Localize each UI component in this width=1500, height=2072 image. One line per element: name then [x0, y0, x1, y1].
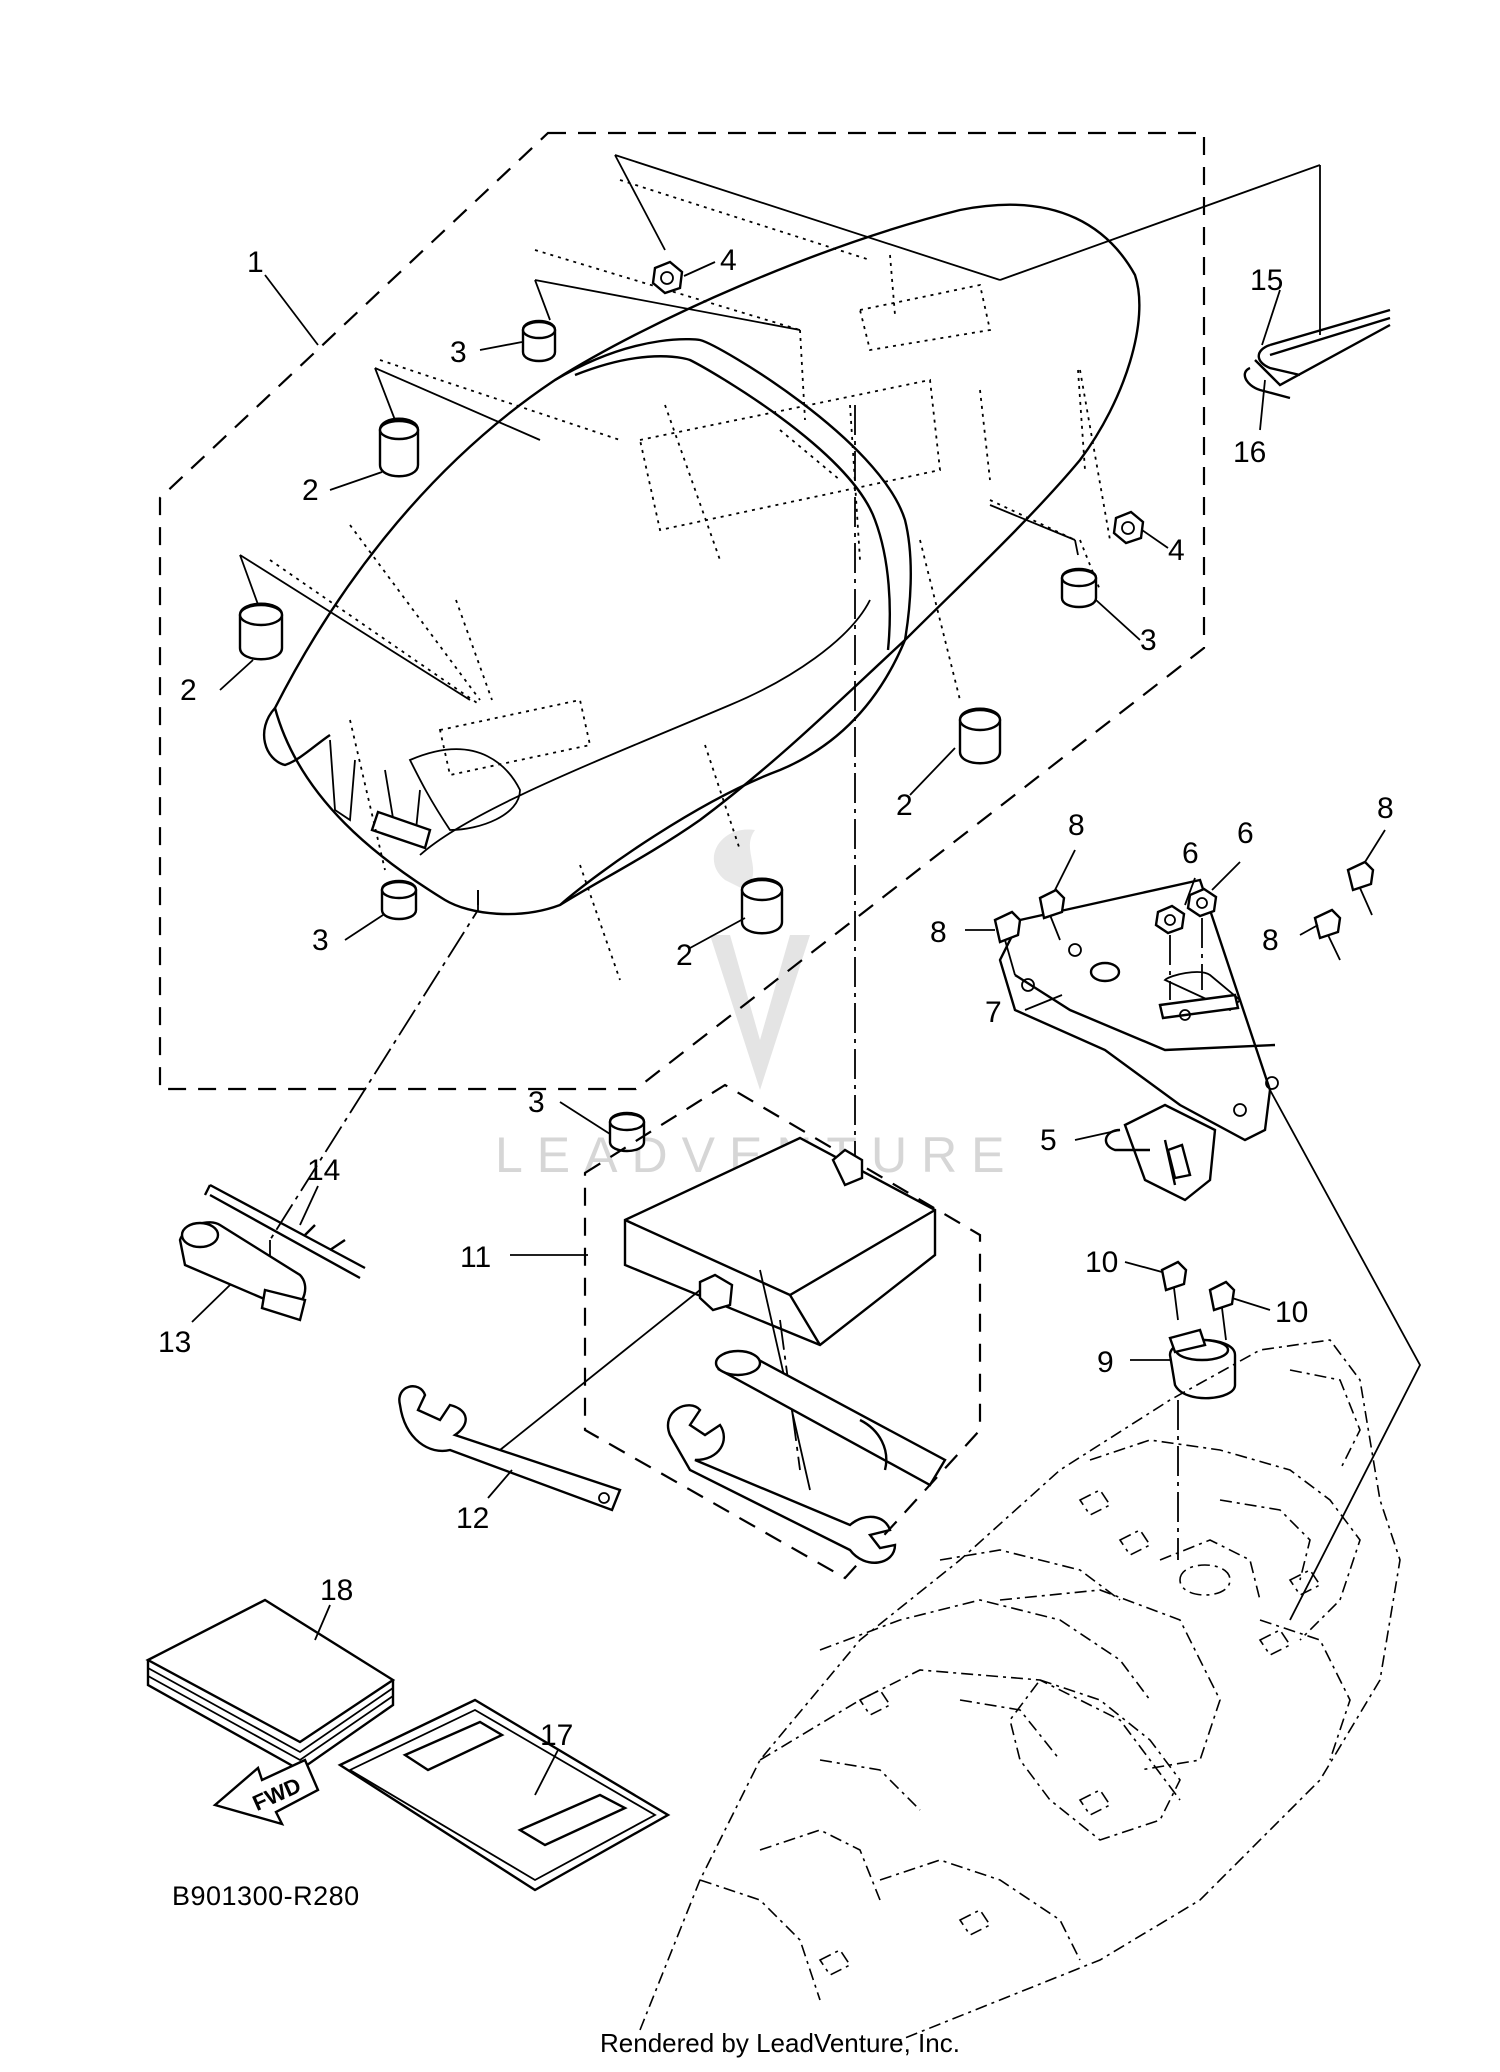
callout-8a: 8 — [930, 916, 947, 949]
damper-2c — [958, 707, 1002, 765]
seat-bracket — [998, 878, 1279, 1142]
footer-credit: Rendered by LeadVenture, Inc. — [600, 2028, 960, 2058]
damper-2b — [238, 602, 284, 661]
wrench — [666, 1404, 897, 1564]
callout-7: 7 — [985, 996, 1002, 1029]
callout-13: 13 — [158, 1326, 191, 1359]
callout-3c: 3 — [312, 924, 329, 957]
callout-2c: 2 — [896, 789, 913, 822]
callout-5: 5 — [1040, 1124, 1057, 1157]
frame — [639, 1089, 1422, 2041]
screwdriver-parts — [178, 1183, 366, 1322]
callout-2d: 2 — [676, 939, 693, 972]
tool-kit-outline — [583, 1083, 982, 1580]
damper-3c — [380, 879, 418, 921]
callout-6a: 6 — [1182, 837, 1199, 870]
damper-2d — [740, 877, 784, 935]
damper-3a — [521, 319, 557, 363]
damper-3d — [608, 1111, 646, 1153]
callout-11: 11 — [460, 1241, 491, 1274]
callout-labels: 1 2 2 2 2 3 3 3 3 4 4 5 6 6 7 8 8 8 8 9 … — [158, 244, 1394, 1752]
callout-2b: 2 — [180, 674, 197, 707]
callout-6b: 6 — [1237, 817, 1254, 850]
callout-15: 15 — [1250, 264, 1283, 297]
seat-lock — [1104, 1103, 1217, 1202]
callout-8b: 8 — [1068, 809, 1085, 842]
nuts-6 — [1154, 887, 1218, 1000]
callout-2a: 2 — [302, 474, 319, 507]
callout-4a: 4 — [720, 244, 737, 277]
damper3-parts — [380, 319, 1098, 1153]
hex-keys — [1243, 308, 1391, 400]
cable-clamp — [1160, 1260, 1237, 1560]
callout-10a: 10 — [1085, 1246, 1118, 1279]
leader-lines — [239, 154, 1321, 1260]
callout-12: 12 — [456, 1502, 489, 1535]
fwd-arrow: FWD — [212, 1758, 320, 1826]
damper-parts — [238, 417, 1002, 935]
bolts-8 — [993, 860, 1375, 976]
owners-manual — [145, 1598, 396, 1772]
hook-wrench — [398, 1289, 701, 1512]
callout-16: 16 — [1233, 436, 1266, 469]
callout-3a: 3 — [450, 336, 467, 369]
callout-14: 14 — [307, 1154, 340, 1187]
damper-3b — [1060, 567, 1098, 609]
callout-1: 1 — [247, 246, 264, 279]
callout-9: 9 — [1097, 1346, 1114, 1379]
callout-8d: 8 — [1377, 792, 1394, 825]
seat-assembly-outline — [158, 131, 1206, 1091]
document-bag — [337, 1698, 671, 1892]
callout-18: 18 — [320, 1574, 353, 1607]
callout-17: 17 — [540, 1719, 573, 1752]
nut-parts — [651, 260, 1145, 545]
damper-2a — [378, 417, 420, 478]
diagram-code: B901300-R280 — [172, 1881, 360, 1911]
tool-pipe — [714, 1349, 947, 1487]
callout-leaders — [191, 261, 1386, 1796]
seat — [262, 179, 1141, 981]
callout-3b: 3 — [1140, 624, 1157, 657]
callout-8c: 8 — [1262, 924, 1279, 957]
callout-10b: 10 — [1275, 1296, 1308, 1329]
callout-4b: 4 — [1168, 534, 1185, 567]
callout-3d: 3 — [528, 1086, 545, 1119]
